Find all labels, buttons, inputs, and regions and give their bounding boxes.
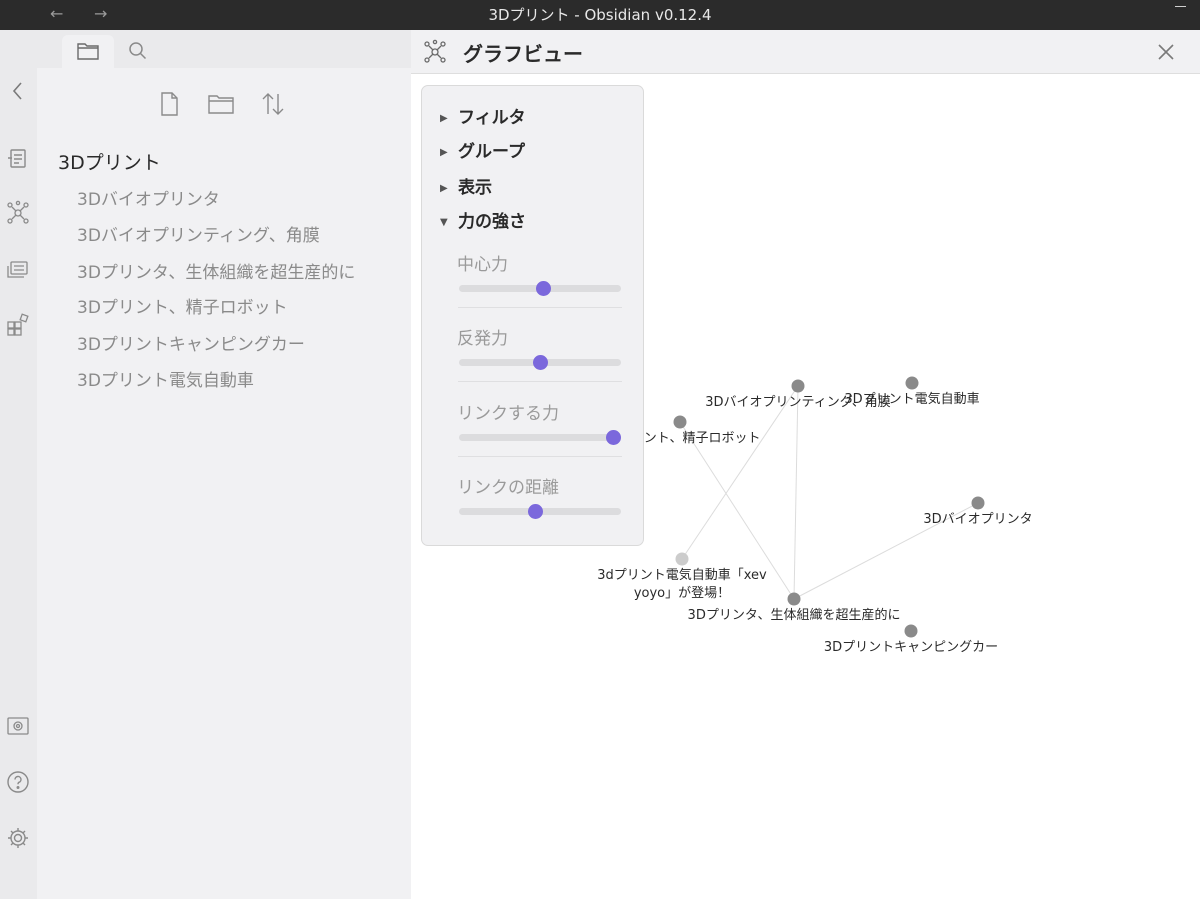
section-label: グループ: [458, 142, 525, 162]
section-filter[interactable]: ▶ フィルタ: [440, 103, 526, 128]
plugin-icon[interactable]: [5, 312, 31, 338]
graph-node[interactable]: [787, 592, 801, 606]
collapse-icon[interactable]: [5, 78, 31, 104]
collapsed-arrow-icon: ▶: [440, 113, 448, 124]
slider-thumb[interactable]: [533, 355, 548, 370]
tab-search[interactable]: [125, 38, 151, 64]
file-item[interactable]: 3Dプリント電気自動車: [77, 371, 254, 391]
slider-thumb[interactable]: [536, 281, 552, 296]
section-groups[interactable]: ▶ グループ: [440, 137, 525, 162]
minimize-button[interactable]: [1175, 6, 1186, 7]
divider: [458, 456, 622, 457]
link-distance-slider[interactable]: [459, 504, 621, 519]
graph-edge: [793, 502, 979, 600]
graph-canvas[interactable]: 3Dバイオプリンティング、角膜3Dプリント電気自動車3Dプリント、精子ロボット3…: [411, 75, 1200, 899]
file-item[interactable]: 3Dバイオプリンタ: [77, 190, 220, 210]
center-force-slider[interactable]: [459, 281, 621, 296]
sort-icon: [262, 93, 284, 115]
graph-nodes: 3Dバイオプリンティング、角膜3Dプリント電気自動車3Dプリント、精子ロボット3…: [597, 376, 1033, 655]
new-note-icon: [161, 92, 178, 116]
divider: [458, 307, 622, 308]
sidebar-tab-strip: [37, 30, 411, 68]
divider: [458, 381, 622, 382]
switcher-icon[interactable]: [5, 145, 31, 171]
graph-node-label: 3Dバイオプリンティング、角膜: [705, 395, 891, 410]
graph-view-icon: [422, 39, 448, 65]
root-folder[interactable]: 3Dプリント: [58, 152, 161, 174]
graph-node[interactable]: [673, 415, 687, 429]
new-folder-icon: [208, 95, 234, 114]
close-icon: [1158, 44, 1174, 60]
expanded-arrow-icon: ▼: [440, 217, 448, 228]
file-explorer-pane: 3Dプリント 3Dバイオプリンタ 3Dバイオプリンティング、角膜 3Dプリンタ、…: [37, 30, 411, 899]
graph-view-title: グラフビュー: [463, 42, 583, 66]
section-display[interactable]: ▶ 表示: [440, 173, 492, 198]
section-label: 力の強さ: [458, 212, 526, 232]
file-item[interactable]: 3Dプリンタ、生体組織を超生産的に: [77, 263, 356, 283]
graph-node-label: 3Dプリンタ、生体組織を超生産的に: [688, 607, 901, 623]
graph-controls-panel: ▶ フィルタ ▶ グループ ▶ 表示 ▼ 力の強さ 中心力 反発力 リンクする力 リンク…: [421, 85, 644, 546]
back-button[interactable]: ←: [50, 4, 64, 23]
forward-button[interactable]: →: [94, 4, 108, 23]
graph-icon[interactable]: [5, 200, 31, 226]
help-icon[interactable]: [5, 769, 31, 795]
collapsed-arrow-icon: ▶: [440, 183, 448, 194]
tab-file-explorer[interactable]: [62, 35, 114, 68]
window-title: 3Dプリント - Obsidian v0.12.4: [488, 6, 712, 24]
graph-edge: [681, 385, 799, 560]
slider-thumb[interactable]: [605, 430, 621, 445]
sort-button[interactable]: [259, 90, 287, 118]
vault-icon[interactable]: [5, 713, 31, 739]
new-folder-button[interactable]: [207, 90, 235, 118]
graph-edge: [679, 421, 795, 600]
slider-label-link-distance: リンクの距離: [457, 478, 559, 498]
search-icon: [129, 42, 147, 60]
graph-node-label: 3Dプリントキャンピングカー: [824, 640, 998, 655]
slider-label-center-force: 中心力: [457, 255, 508, 275]
new-note-button[interactable]: [155, 90, 183, 118]
title-bar: ← → 3Dプリント - Obsidian v0.12.4: [0, 0, 1200, 30]
ribbon: [0, 30, 37, 899]
slider-label-link-force: リンクする力: [457, 404, 559, 424]
graph-edge: [793, 385, 799, 600]
slider-label-repel-force: 反発力: [457, 329, 508, 349]
file-item[interactable]: 3Dバイオプリンティング、角膜: [77, 226, 320, 246]
section-forces[interactable]: ▼ 力の強さ: [440, 207, 526, 232]
graph-node[interactable]: [971, 496, 985, 510]
folder-icon: [77, 43, 99, 60]
link-force-slider[interactable]: [459, 430, 621, 445]
graph-edges: [679, 385, 979, 600]
graph-node-label: 3Dバイオプリンタ: [923, 512, 1032, 527]
slider-thumb[interactable]: [528, 504, 544, 519]
repel-force-slider[interactable]: [459, 355, 621, 370]
graph-view-header: グラフビュー: [411, 30, 1200, 74]
close-button[interactable]: [1156, 42, 1176, 62]
section-label: 表示: [458, 178, 492, 198]
slides-icon[interactable]: [5, 256, 31, 282]
graph-node[interactable]: [905, 376, 919, 390]
graph-node[interactable]: [904, 624, 918, 638]
graph-node[interactable]: [791, 379, 805, 393]
section-label: フィルタ: [458, 108, 526, 128]
collapsed-arrow-icon: ▶: [440, 147, 448, 158]
graph-node[interactable]: [675, 552, 689, 566]
settings-icon[interactable]: [5, 825, 31, 851]
graph-node-label: 3Dプリント電気自動車: [844, 391, 979, 407]
file-item[interactable]: 3Dプリント、精子ロボット: [77, 298, 288, 318]
file-item[interactable]: 3Dプリントキャンピングカー: [77, 335, 305, 355]
